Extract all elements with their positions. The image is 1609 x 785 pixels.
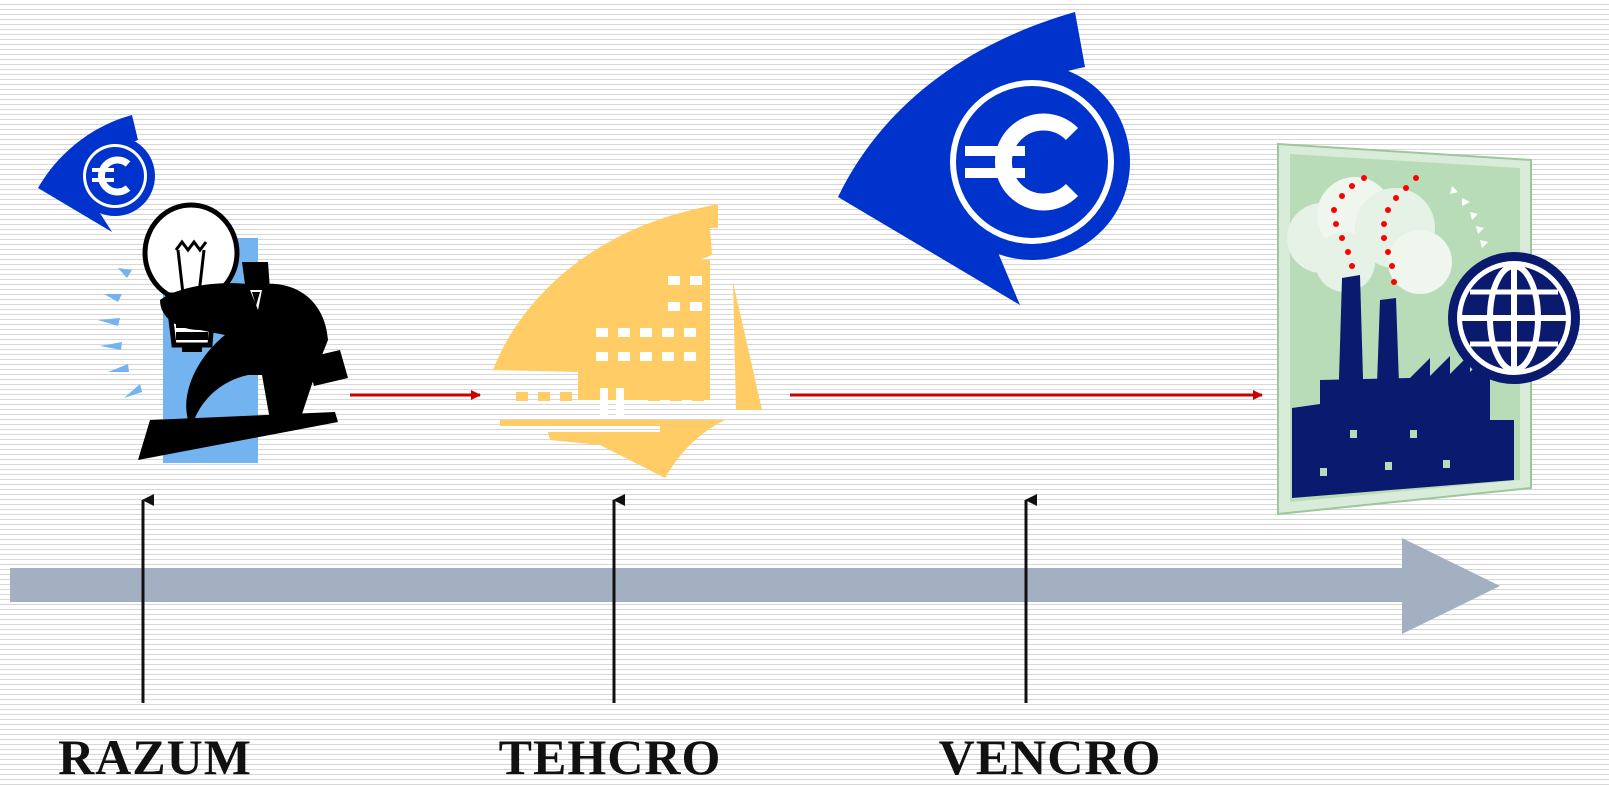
stage-label-vencro: VENCRO — [938, 729, 1162, 785]
stage-label-razum: RAZUM — [58, 729, 252, 785]
businessman-with-lightbulb-icon — [98, 202, 348, 463]
euro-sign-icon — [838, 12, 1130, 305]
stage-label-tehcro: TEHCRO — [498, 729, 722, 785]
timeline-arrow — [10, 538, 1500, 634]
building-bottom-marks — [516, 392, 704, 401]
building-windows — [596, 276, 702, 418]
office-building-icon — [493, 204, 762, 478]
euro-sign-icon — [38, 115, 155, 232]
globe-icon — [1448, 252, 1580, 384]
factory-with-globe-icon — [1277, 142, 1532, 516]
